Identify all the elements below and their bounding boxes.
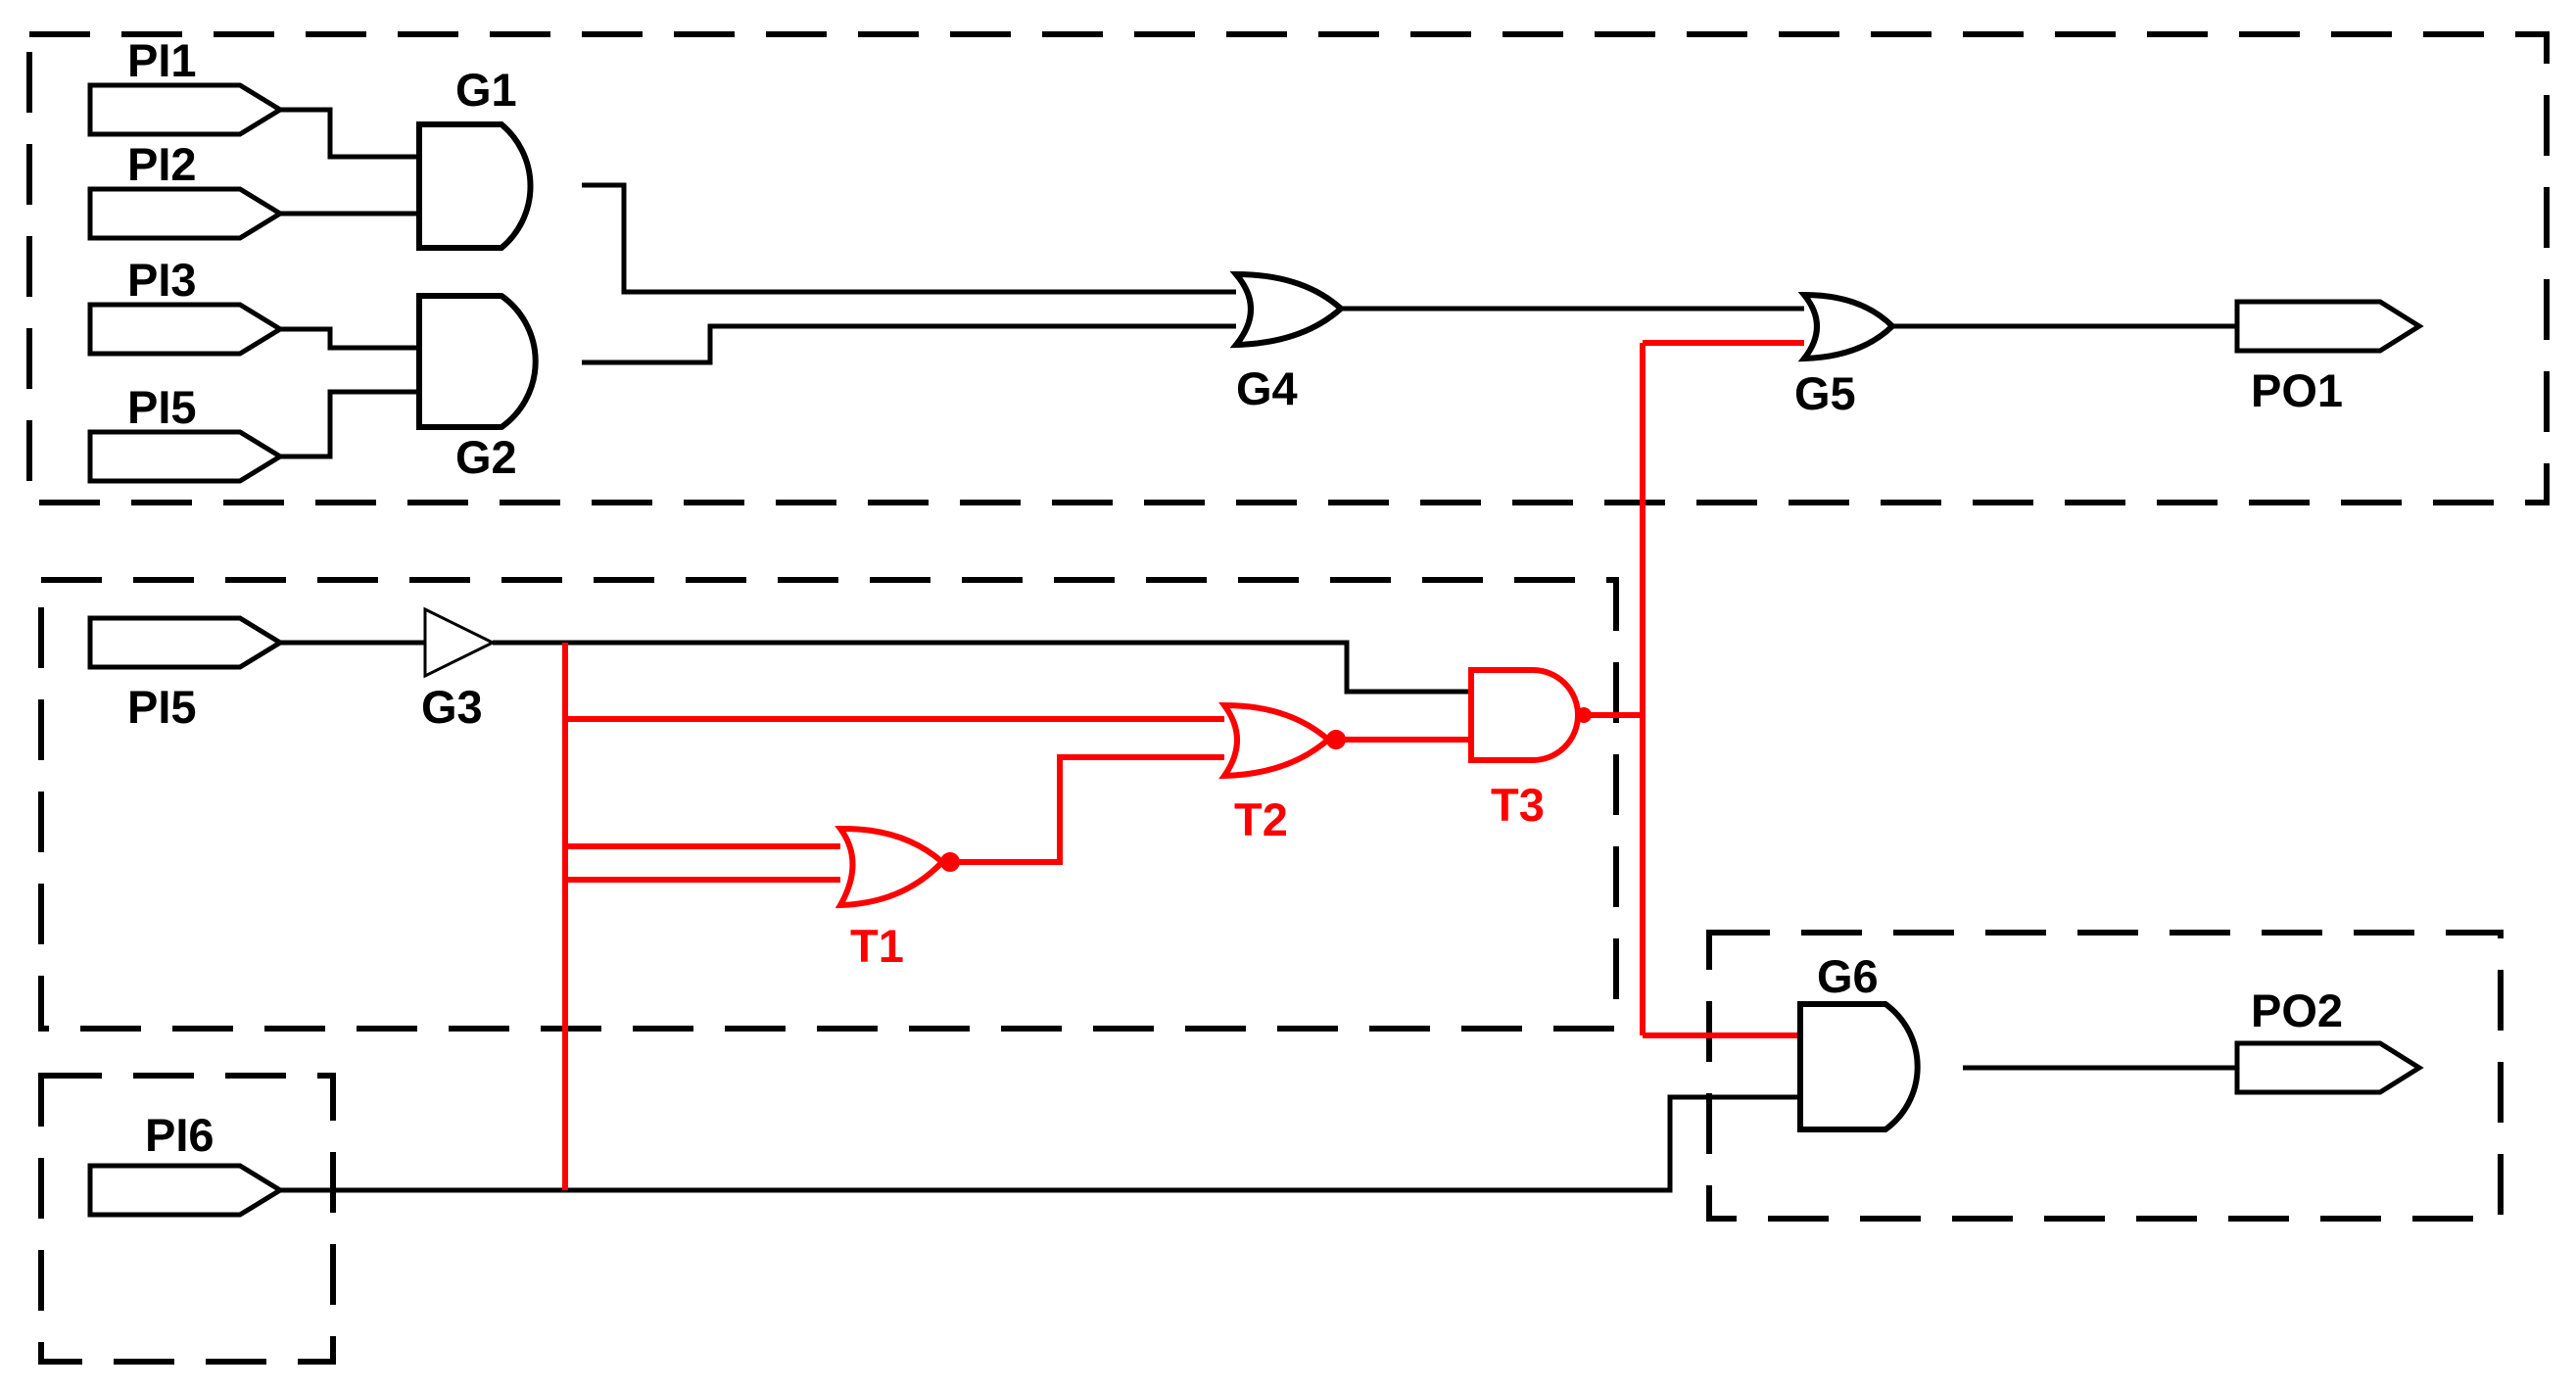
- wire-g3-t3: [493, 640, 1471, 695]
- wire-pi6-g6: [280, 1094, 1800, 1193]
- label-t1: T1: [850, 920, 904, 972]
- label-po1: PO1: [2251, 364, 2343, 416]
- label-g4: G4: [1236, 362, 1298, 414]
- gate-t2-bubble: [1326, 730, 1346, 749]
- label-t2: T2: [1234, 793, 1288, 845]
- label-g1: G1: [455, 64, 517, 116]
- port-po1-shape: [2234, 299, 2424, 354]
- wire-g2-g4: [582, 323, 1236, 365]
- label-pi5-mid: PI5: [127, 681, 197, 733]
- label-g2: G2: [455, 431, 517, 483]
- wires: [280, 107, 2237, 1193]
- label-g3: G3: [421, 681, 483, 733]
- port-pi3-shape: [87, 302, 285, 357]
- partition-top: [26, 31, 2550, 505]
- wire-pi1-g1: [280, 107, 419, 160]
- partition-pi6: [38, 1073, 336, 1365]
- labels: PI1 PI2 PI3 PI5 PI5 PI6 PO1 PO2 G1 G2 G3…: [127, 34, 2343, 1161]
- label-g6: G6: [1817, 950, 1879, 1002]
- gate-t3-output-dot: [1576, 707, 1592, 723]
- gate-t2-nor: [1218, 701, 1333, 780]
- label-pi1: PI1: [127, 34, 197, 86]
- gate-g2-and: [416, 293, 539, 430]
- trojan-wires: [562, 340, 1804, 1190]
- gate-g6-and: [1797, 1001, 1921, 1132]
- gate-g1-and: [416, 121, 534, 251]
- gate-t1-nor: [835, 825, 947, 909]
- port-pi6-shape: [87, 1163, 285, 1218]
- port-pi5-top-shape: [87, 429, 285, 484]
- partition-g6: [1706, 930, 2504, 1222]
- wire-g1-g4: [582, 182, 1236, 295]
- label-pi6: PI6: [145, 1109, 215, 1161]
- label-t3: T3: [1491, 779, 1545, 831]
- gate-t1-bubble: [940, 852, 960, 872]
- trojan-gates: [835, 667, 1592, 909]
- label-g5: G5: [1794, 367, 1856, 419]
- label-pi2: PI2: [127, 138, 197, 190]
- gate-g3-buffer: [423, 606, 497, 679]
- label-pi5-top: PI5: [127, 381, 197, 433]
- port-po2-shape: [2234, 1040, 2424, 1095]
- gate-t3-and: [1468, 667, 1581, 763]
- port-pi1-shape: [87, 82, 285, 137]
- trojan-labels: T1 T2 T3: [850, 779, 1545, 972]
- label-pi3: PI3: [127, 254, 197, 306]
- partition-middle: [38, 577, 1619, 1032]
- gate-g4-or: [1229, 270, 1346, 349]
- ports: [87, 82, 2424, 1218]
- label-po2: PO2: [2251, 984, 2343, 1036]
- partition-boxes: [26, 31, 2550, 1365]
- wire-t1-t2: [956, 754, 1224, 865]
- wire-pi5-g2: [280, 389, 419, 459]
- gate-g5-or: [1797, 291, 1897, 362]
- port-pi5-mid-shape: [87, 615, 285, 670]
- gates: [416, 121, 1921, 1132]
- wire-pi3-g2: [280, 326, 419, 351]
- port-pi2-shape: [87, 186, 285, 241]
